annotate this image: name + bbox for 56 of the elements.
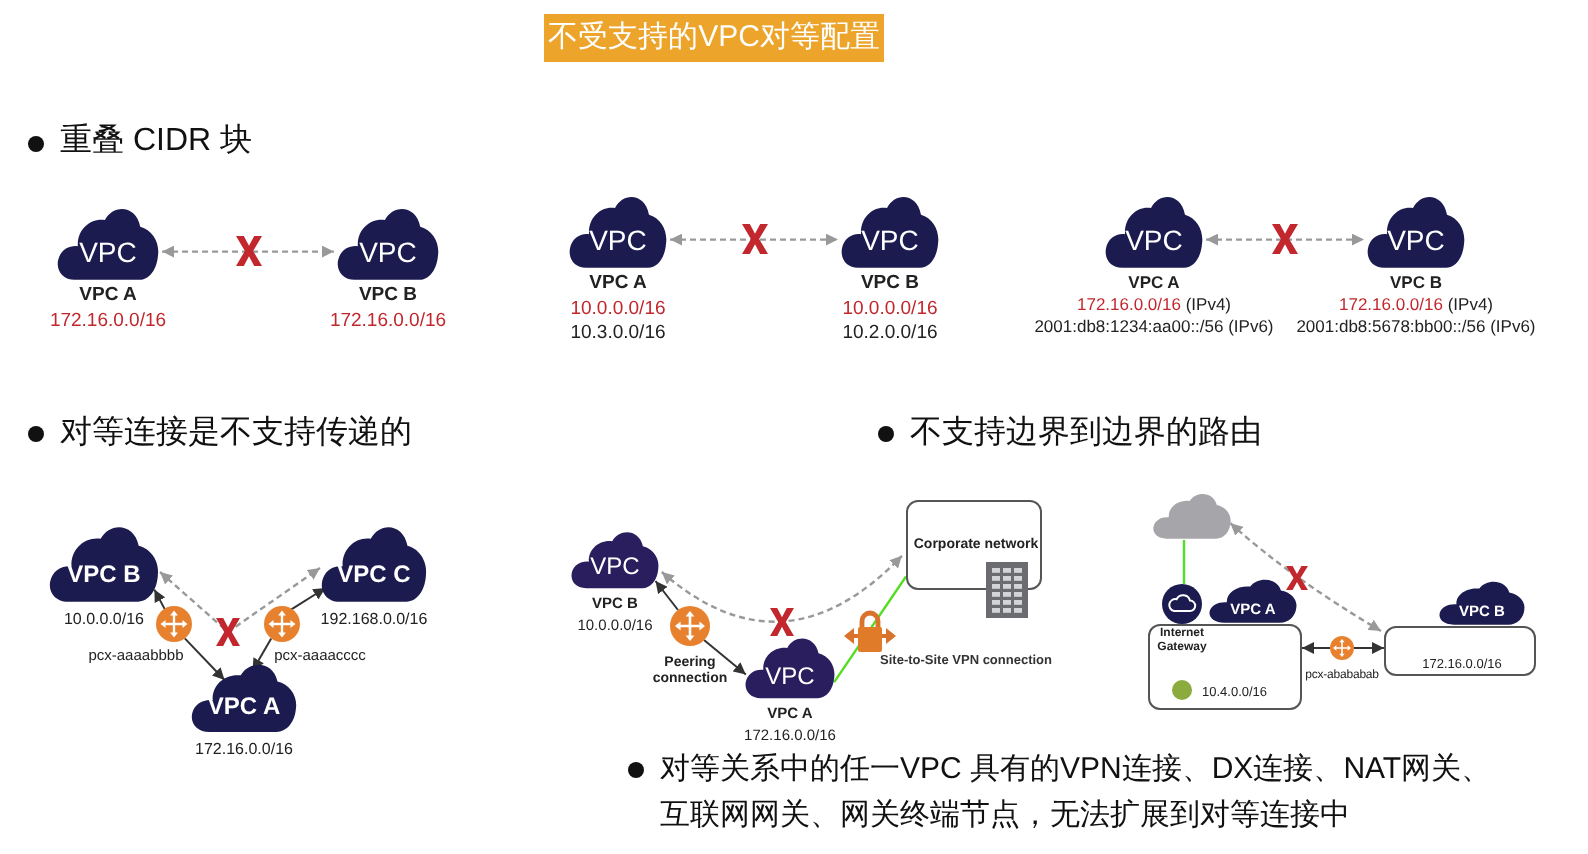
vpc-label: VPC A (207, 692, 281, 720)
dashed-arrow (661, 554, 903, 623)
cidr-text: 172.16.0.0/16 (49, 309, 167, 331)
dashed-arrow (159, 567, 321, 634)
vpc-cloud (1208, 578, 1298, 624)
vpc-label: VPC C (337, 560, 411, 588)
vpc-label: VPC (765, 662, 815, 690)
vpc-name: VPC B (358, 284, 418, 306)
heading-text: 不支持边界到边界的路由 (910, 416, 1262, 452)
vpc-label: VPC B (67, 560, 141, 588)
network-box (1384, 626, 1536, 676)
arrow (703, 639, 747, 676)
vpc-label: VPC (1125, 224, 1183, 256)
vpc-label: VPC (79, 236, 137, 268)
cidr-text: 10.2.0.0/16 (842, 322, 938, 344)
cidr-text: 2001:db8:5678:bb00::/56 (IPv6) (1296, 316, 1536, 336)
heading-text: 对等连接是不支持传递的 (60, 416, 412, 452)
cidr-text: 10.3.0.0/16 (570, 322, 666, 344)
vpc-label: VPC (1387, 224, 1445, 256)
connector-line (833, 575, 907, 683)
title-banner: 不受支持的VPC对等配置 (544, 14, 884, 62)
cidr-text: 172.16.0.0/16 (329, 309, 447, 331)
note-text: 对等关系中的任一VPC 具有的VPN连接、DX连接、NAT网关、互联网网关、网关终端节点，无法扩展到对等连接中 (660, 750, 1494, 836)
arrow (251, 637, 273, 672)
cidr-text: 172.16.0.0/16 (IPv4) (1338, 294, 1494, 314)
vpc-label: VPC (861, 224, 919, 256)
dashed-arrow (670, 233, 838, 246)
dashed-arrow (1229, 522, 1382, 633)
cidr-text: 10.0.0.0/16 (63, 610, 145, 628)
heading-text: 重叠 CIDR 块 (60, 124, 252, 160)
arrow (1353, 642, 1385, 654)
vpc-name: VPC B (860, 272, 920, 294)
arrow (153, 588, 166, 611)
network-box (1148, 624, 1302, 710)
arrow (183, 637, 226, 681)
cidr-text: 2001:db8:1234:aa00::/56 (IPv6) (1034, 316, 1274, 336)
cloud-shape (1152, 492, 1232, 540)
vpc-label: VPC (590, 552, 640, 580)
arrow (1301, 642, 1331, 654)
vpc-label: VPC (359, 236, 417, 268)
vpc-name: VPC A (589, 272, 647, 294)
vpc-cloud (1438, 580, 1526, 626)
vpc-name: VPC A (1128, 272, 1180, 292)
cidr-text: 172.16.0.0/16 (IPv4) (1076, 294, 1232, 314)
vpc-name: VPC B (1390, 272, 1442, 292)
vpc-label: VPC (589, 224, 647, 256)
cidr-text: 192.168.0.0/16 (320, 610, 428, 628)
vpc-name: VPC A (79, 284, 137, 306)
cidr-text: 172.16.0.0/16 (195, 740, 293, 758)
connector-line (1182, 540, 1186, 584)
arrow (290, 587, 327, 611)
cidr-text: 10.0.0.0/16 (842, 297, 938, 319)
dashed-arrow (1206, 233, 1364, 246)
cidr-text: 10.0.0.0/16 (570, 297, 666, 319)
arrow (654, 580, 679, 611)
dashed-arrow (162, 245, 334, 258)
